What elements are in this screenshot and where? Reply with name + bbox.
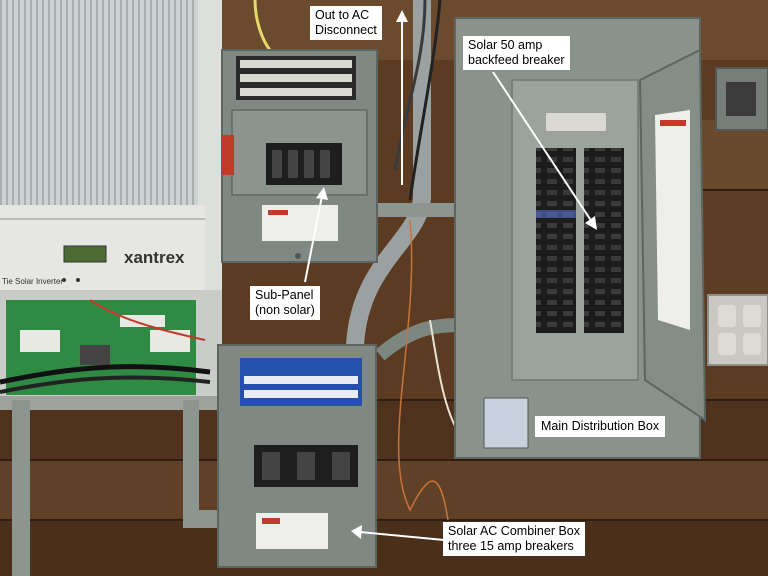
outlets: [707, 67, 768, 366]
annotation-combiner-box: Solar AC Combiner Box three 15 amp break…: [443, 522, 586, 556]
annotation-ac-disconnect: Out to AC Disconnect: [310, 6, 382, 40]
inverter-brand: xantrex: [124, 248, 185, 267]
arrow-ac-disconnect: [396, 10, 408, 22]
main-breakers-right: [584, 148, 624, 333]
combiner-box: [217, 344, 377, 568]
arrow-sub-panel: [316, 187, 328, 200]
inverter-model: Tie Solar Inverter: [2, 277, 63, 286]
main-distribution-box: [454, 17, 707, 459]
annotation-main-box: Main Distribution Box: [535, 416, 666, 437]
annotation-backfeed-breaker: Solar 50 amp backfeed breaker: [463, 36, 570, 70]
arrow-combiner: [351, 525, 362, 539]
inverter-conduits: [12, 400, 221, 576]
annotation-sub-panel: Sub-Panel (non solar): [250, 286, 320, 320]
main-breakers-left: [536, 148, 576, 333]
inverter: xantrex Tie Solar Inverter: [0, 0, 222, 410]
inverter-display: [63, 245, 107, 263]
arrow-backfeed: [585, 216, 597, 230]
annotation-arrows: [304, 10, 597, 541]
conduits: [253, 0, 471, 521]
sub-panel: [221, 49, 378, 263]
